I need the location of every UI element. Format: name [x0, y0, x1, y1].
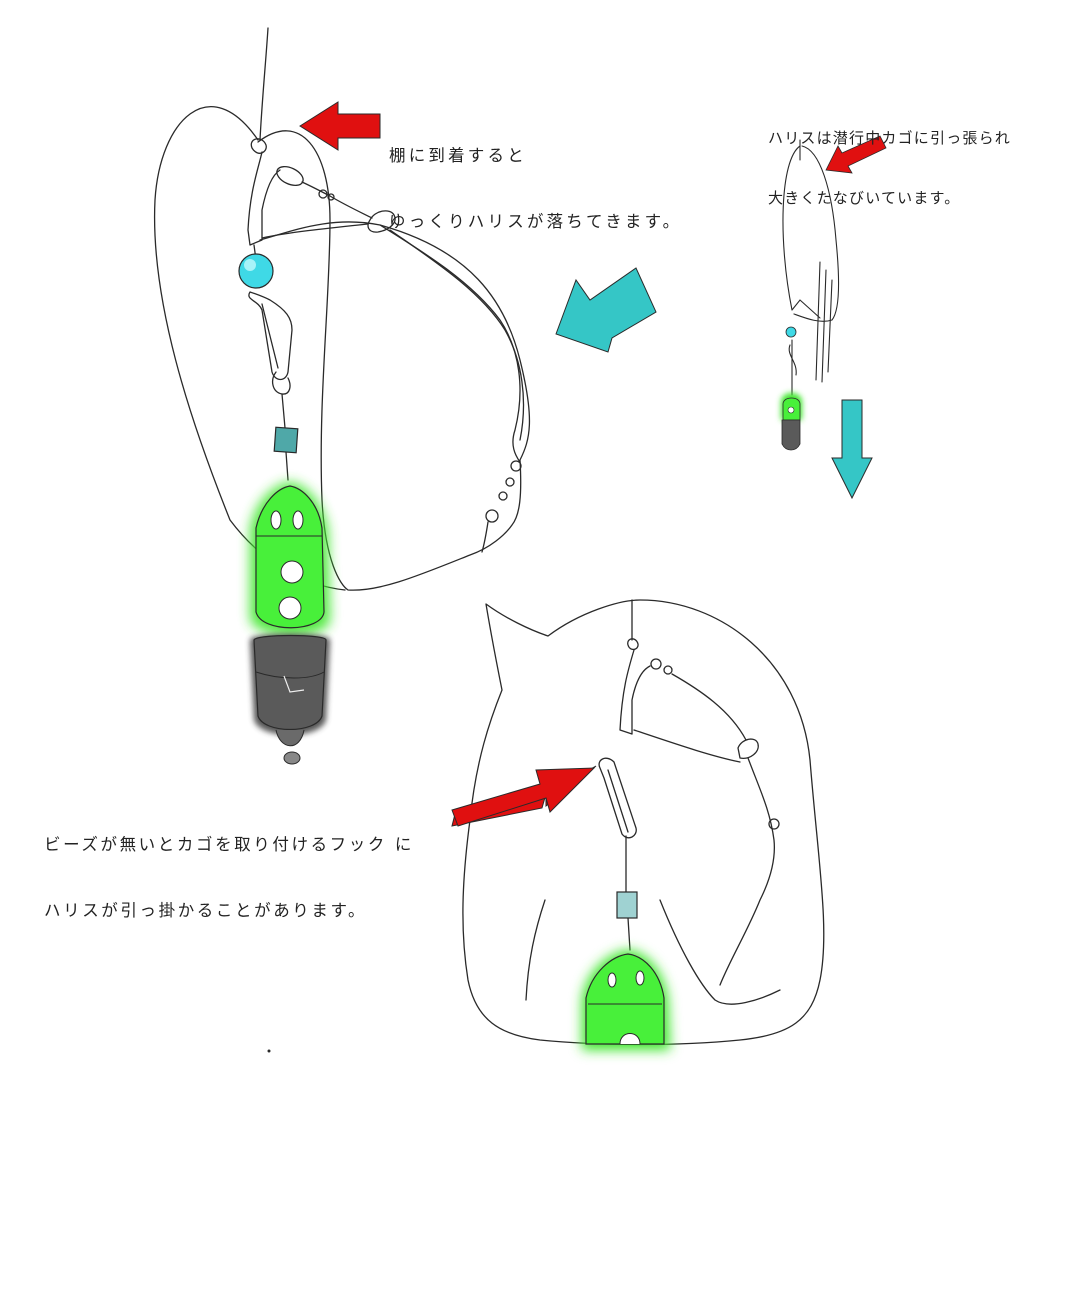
top-swivel: [250, 138, 267, 154]
detail-bead-1: [650, 658, 662, 670]
streak-1: [815, 261, 821, 381]
red-arrow-bottom-body: [451, 767, 596, 827]
small-loop: [782, 145, 840, 322]
teal-arrow-middle: [555, 267, 657, 353]
streak-3: [827, 279, 833, 373]
red-arrow-small: [825, 135, 887, 174]
annotation-top-right-line1: ハリスは潜行中カゴに引っ張られ: [768, 129, 1012, 147]
cyan-bead: [238, 253, 274, 289]
annotation-top-left-line1: 棚に到着すると: [389, 146, 527, 165]
annotation-top-left: 棚に到着すると ゆっくりハリスが落ちてきます。: [389, 101, 682, 277]
branch-knot-4: [485, 509, 499, 523]
upper-branch: [301, 181, 373, 219]
detail-square-bead: [616, 891, 638, 919]
small-cyan-bead: [785, 326, 797, 338]
detail-leader-2: [525, 899, 546, 1001]
wire-to-basket: [285, 451, 289, 481]
branch-knot-1: [510, 460, 522, 472]
lower-hook-inner: [261, 303, 279, 369]
annotation-bottom-left-line1: ビーズが無いとカゴを取り付けるフック に: [44, 835, 414, 854]
detail-wire-2: [627, 917, 631, 951]
branch-knot-3: [498, 491, 508, 501]
detail-swivel: [627, 638, 639, 651]
hook-line: [481, 521, 489, 553]
upper-ring: [276, 165, 304, 187]
tenbin-arm: [247, 151, 281, 246]
detail-knot: [768, 818, 780, 830]
detail-arm: [619, 649, 651, 735]
leader-loop: [257, 130, 531, 591]
swivel-bead-1: [318, 189, 328, 199]
annotation-top-right: ハリスは潜行中カゴに引っ張られ 大きくたなびいています。: [768, 88, 1011, 248]
cyan-bead-highlight: [244, 259, 256, 271]
detail-hook-inner: [607, 769, 629, 833]
detail-bead-2: [663, 665, 673, 675]
small-hook: [788, 344, 797, 376]
teal-arrow-down: [831, 399, 873, 500]
annotation-top-left-line2: ゆっくりハリスが落ちてきます。: [389, 212, 683, 231]
swivel-bead-2: [327, 193, 335, 201]
annotation-bottom-left: ビーズが無いとカゴを取り付けるフック に ハリスが引っ掛かることがあります。: [44, 790, 414, 966]
detail-leader: [659, 899, 781, 1005]
streak-2: [821, 269, 827, 383]
detail-snap: [737, 738, 759, 759]
main-rig: [153, 27, 531, 591]
small-rig: [782, 139, 840, 396]
wire-to-square: [281, 393, 286, 429]
small-basket: [781, 393, 802, 451]
detail-basket: [582, 950, 670, 1050]
small-arm: [791, 299, 821, 319]
branch-wire-2: [389, 229, 525, 441]
green-basket: [250, 482, 330, 636]
detail-hook: [598, 757, 637, 839]
detail-branch-3: [719, 757, 776, 986]
cross-line: [261, 223, 369, 239]
snap-clip: [367, 210, 396, 233]
main-line: [259, 27, 269, 141]
annotation-top-right-line2: 大きくたなびいています。: [768, 189, 961, 207]
detail-branch-2: [633, 729, 741, 763]
lower-hook: [248, 291, 293, 381]
branch-knot-2: [505, 477, 515, 487]
red-arrow-top: [299, 101, 381, 151]
stray-dot: [267, 1049, 271, 1053]
annotation-bottom-left-line2: ハリスが引っ掛かることがあります。: [44, 901, 368, 920]
square-bead: [273, 426, 299, 454]
sinker: [250, 634, 330, 765]
detail-branch: [671, 673, 747, 741]
